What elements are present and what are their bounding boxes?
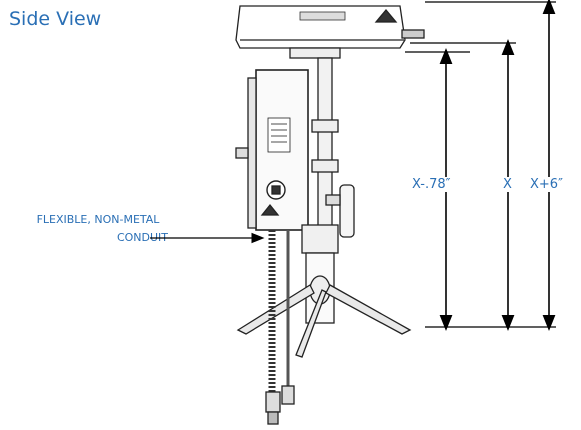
dimension-reference-lines: [405, 1, 556, 328]
dimension-label-outer: X+6″: [528, 177, 565, 192]
conduit-callout-label: FLEXIBLE, NON-METAL CONDUIT: [0, 211, 196, 247]
view-title: Side View: [9, 8, 102, 30]
dimension-label-inner: X-.78″: [410, 177, 453, 192]
callout-line-2: CONDUIT: [116, 231, 168, 244]
dimension-label-middle: X: [501, 177, 514, 192]
callout-line-1: FLEXIBLE, NON-METAL: [36, 213, 160, 226]
machine-illustration: [235, 5, 425, 425]
